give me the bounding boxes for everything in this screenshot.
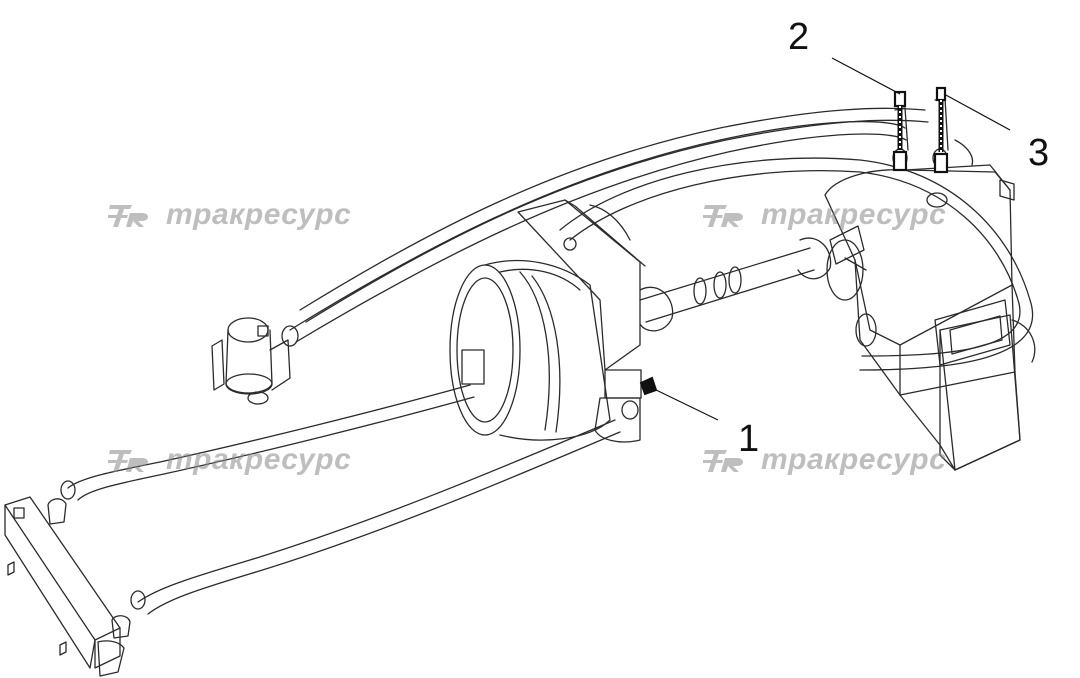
callout-label-2: 2 <box>788 16 810 58</box>
watermark-text: тракресурс <box>761 198 947 231</box>
pump-housing <box>517 199 646 443</box>
watermark-logo-icon <box>108 205 148 227</box>
leader-lines <box>651 57 1011 421</box>
upper-hose-pair <box>289 107 929 343</box>
watermark: тракресурс <box>703 198 946 232</box>
gearbox <box>824 164 1036 396</box>
watermark-logo-icon <box>703 205 743 227</box>
callout-label-3: 3 <box>1028 132 1050 174</box>
radiator-tank <box>4 496 131 677</box>
callout-label-1: 1 <box>738 418 760 460</box>
filter-canister <box>211 317 291 405</box>
watermark: тракресурс <box>703 443 946 477</box>
drive-shaft <box>639 225 867 332</box>
sensor-item-1 <box>639 376 658 396</box>
sweeping-hose-loop <box>559 157 1034 371</box>
sensor-item-2 <box>892 90 908 172</box>
watermark-logo-icon <box>108 450 148 472</box>
sensor-item-3 <box>933 86 949 174</box>
watermark-text: тракресурс <box>761 443 947 476</box>
support-pedestal <box>899 314 1021 471</box>
watermark: тракресурс <box>108 443 351 477</box>
central-drum <box>449 259 611 441</box>
lower-hose-1 <box>67 384 475 501</box>
watermark: тракресурс <box>108 198 351 232</box>
watermark-logo-icon <box>703 450 743 472</box>
hose-fittings <box>60 97 974 610</box>
lower-hose-2 <box>137 419 621 615</box>
watermark-text: тракресурс <box>166 198 352 231</box>
watermark-text: тракресурс <box>166 443 352 476</box>
